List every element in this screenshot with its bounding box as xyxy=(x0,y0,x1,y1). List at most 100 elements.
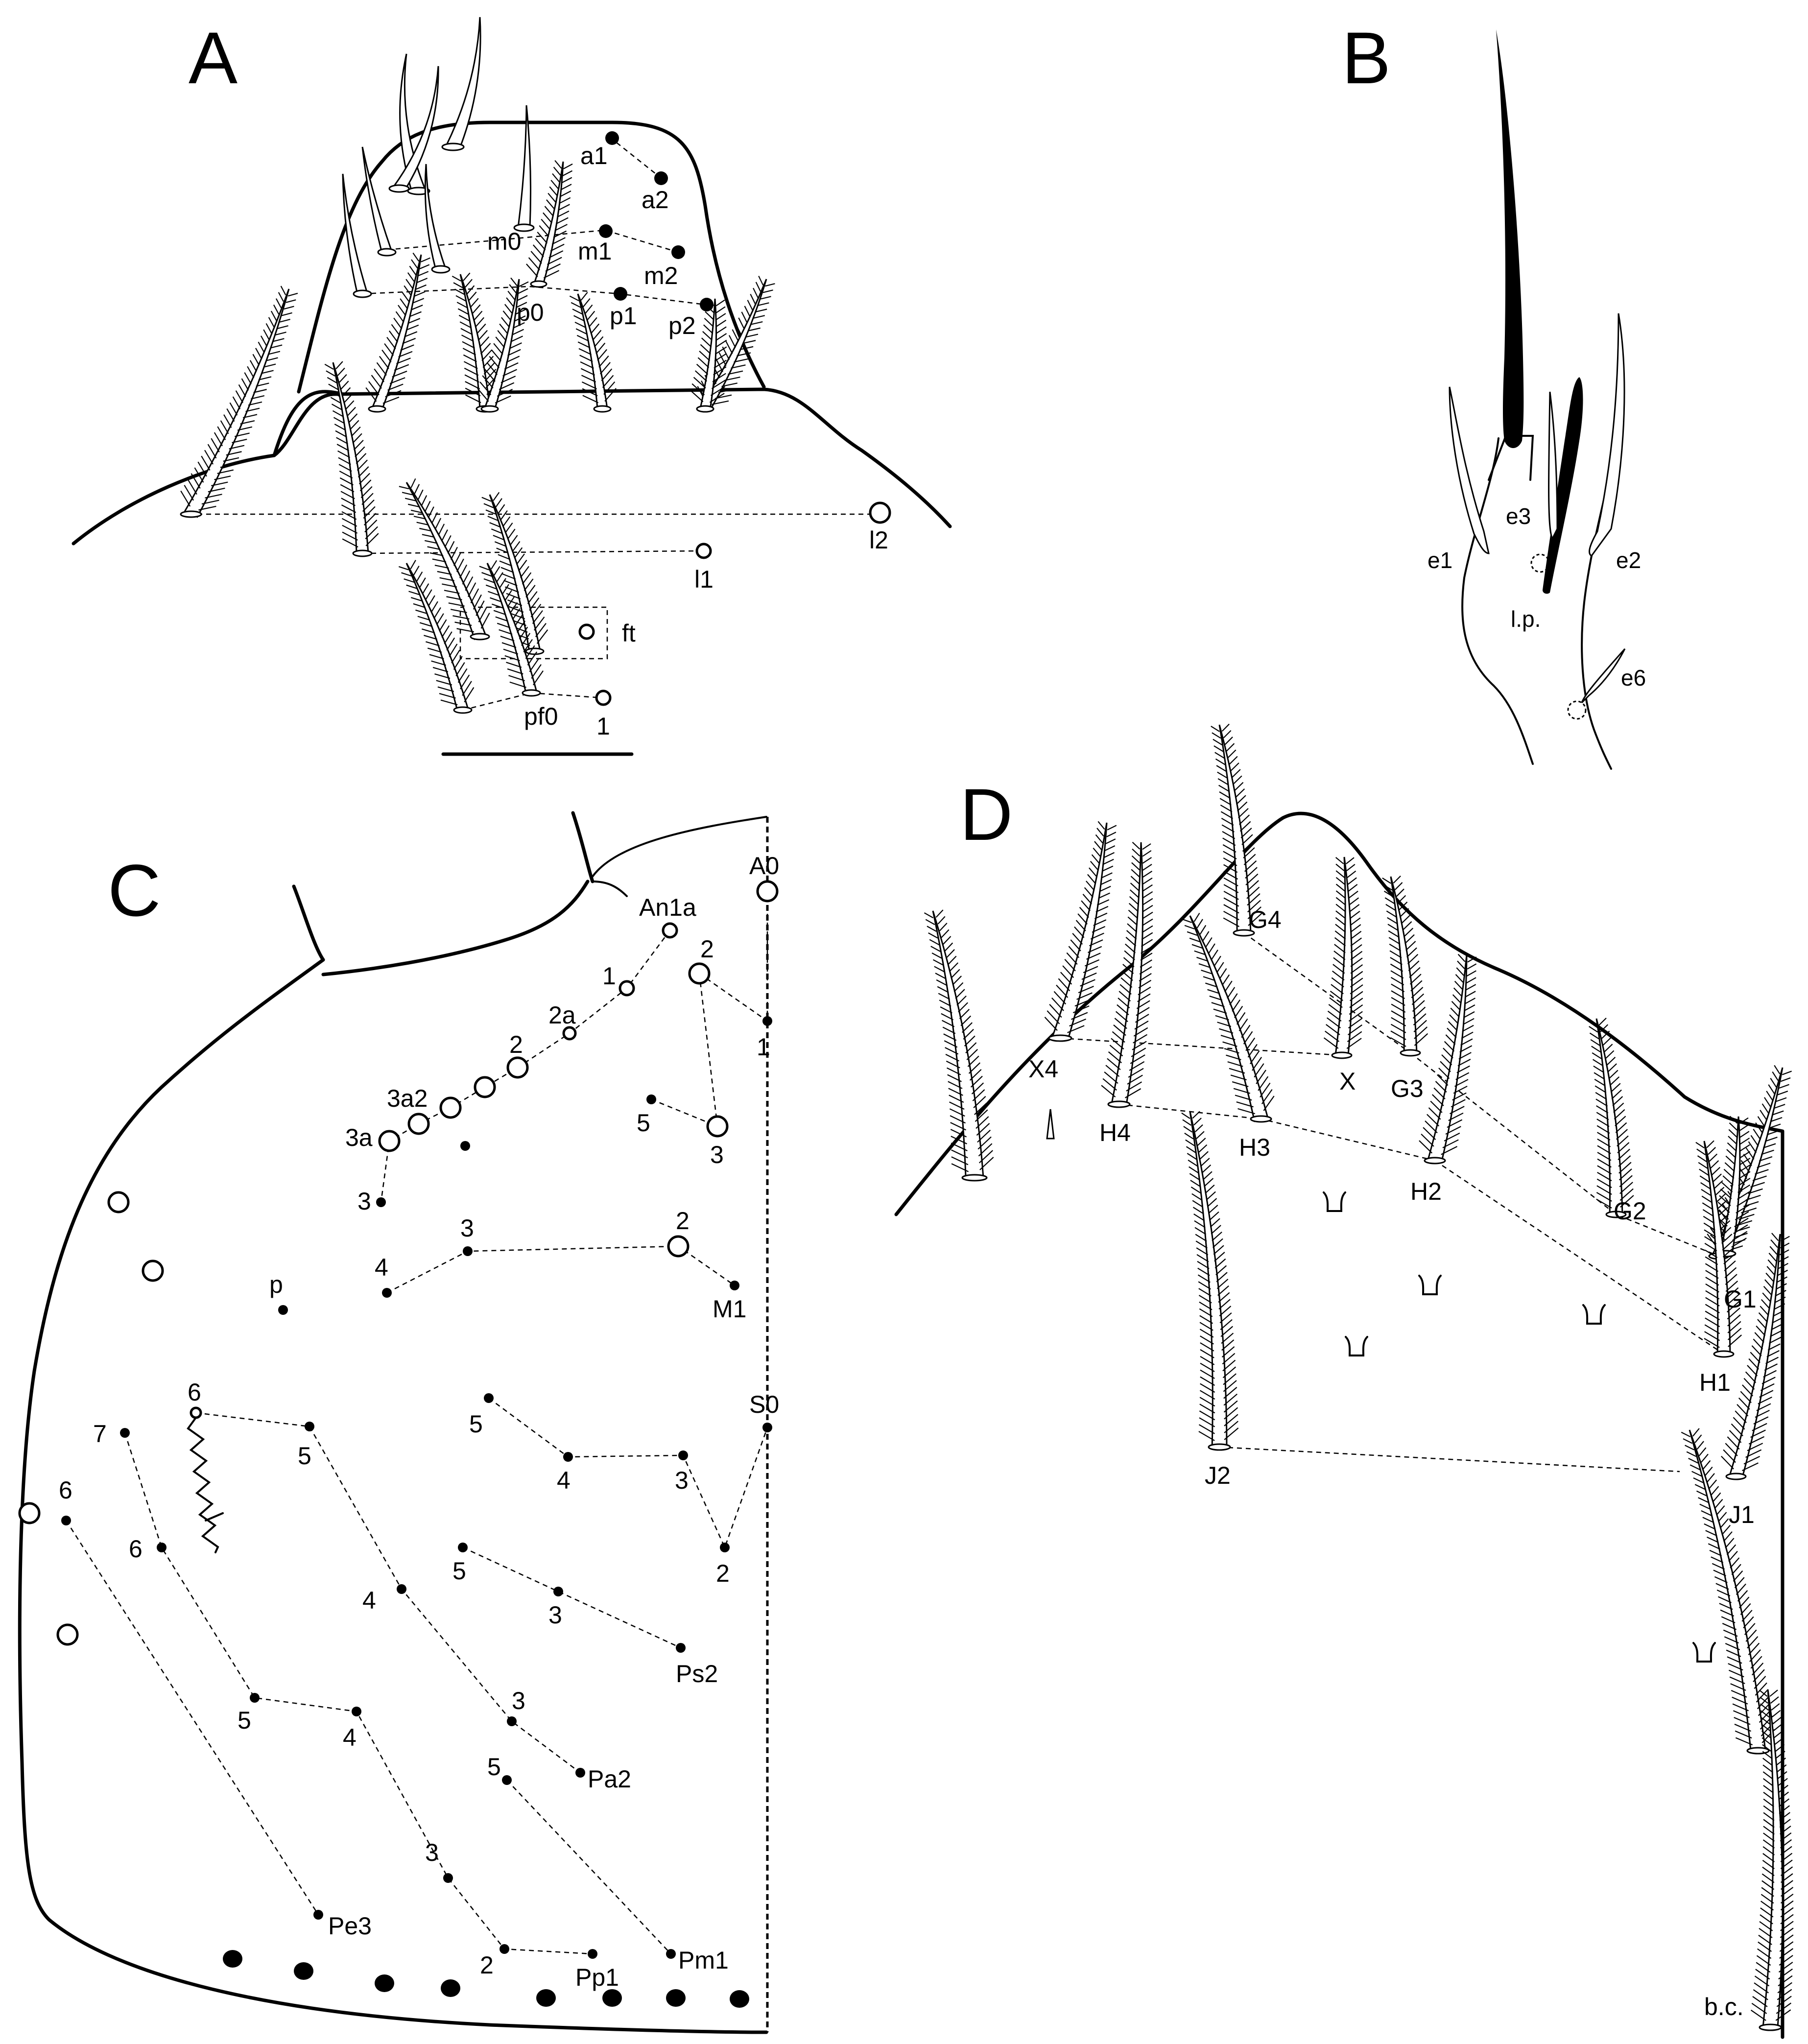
panel-d-seta-G3-barb xyxy=(1389,944,1402,951)
panel-d-label-X: X xyxy=(1339,1068,1356,1095)
panel-a-seta-inner-3-barb xyxy=(509,342,522,350)
panel-a-seta-pf-1-barb xyxy=(426,641,440,646)
panel-a-seta-p0-barb xyxy=(560,190,571,197)
panel-d-seta-bc-upper-barb xyxy=(1703,1460,1711,1470)
panel-a-seta-lateral-l2-barb xyxy=(279,318,290,323)
panel-d-seta-J1-barb xyxy=(1745,1371,1757,1383)
panel-d-seta-J2-barb xyxy=(1219,1306,1232,1317)
panel-a-seta-l1-barb xyxy=(363,513,377,526)
panel-a-seta-p2b-barb xyxy=(715,333,727,341)
panel-d-seta-J2-barb xyxy=(1192,1200,1203,1208)
panel-d-seta-G1a-barb xyxy=(1772,1110,1784,1116)
panel-a-seta-pf-1-barb xyxy=(434,673,451,679)
panel-d-seta-bc-barb xyxy=(1780,1846,1792,1855)
panel-d-seta-G3-barb xyxy=(1406,947,1417,958)
panel-d-seta-H3-barb xyxy=(1209,995,1223,1001)
panel-d-seta-H1-barb xyxy=(1724,1260,1736,1271)
panel-d-seta-G1b-barb xyxy=(1722,1175,1734,1186)
panel-d-seta-J1-barb xyxy=(1771,1233,1779,1241)
panel-d-seta-lateral-barb xyxy=(928,932,938,939)
panel-a-seta-short-3-shaft xyxy=(361,146,393,255)
panel-a-seta-p1-barb xyxy=(577,341,591,349)
panel-a-seta-inner-2-barb xyxy=(481,349,493,361)
panel-a-seta-l1-barb xyxy=(337,450,350,458)
panel-d-seta-bc-barb xyxy=(1780,1832,1792,1842)
panel-d-label-G2: G2 xyxy=(1614,1197,1646,1225)
panel-a-seta-lateral-l2-barb xyxy=(214,475,231,480)
panel-d-seta-H1-barb xyxy=(1705,1310,1720,1320)
panel-d-seta-J2-barb xyxy=(1200,1369,1215,1379)
panel-a-seta-l1-barb xyxy=(327,377,337,383)
panel-b-label-e3: e3 xyxy=(1506,503,1531,529)
panel-a-seta-ft-2-barb xyxy=(529,597,540,611)
panel-d-seta-G1a-barb xyxy=(1768,1084,1775,1094)
panel-d-seta-J2-barb xyxy=(1189,1173,1200,1181)
panel-a-seta-ft-1-barb xyxy=(442,583,457,588)
panel-d-seta-G4-barb xyxy=(1235,788,1245,798)
panel-d-seta-G4-barb xyxy=(1214,752,1225,759)
panel-a-seta-pf0-barb xyxy=(525,645,535,659)
panel-d-seta-H4-barb xyxy=(1125,937,1137,947)
panel-a-seta-p2-barb xyxy=(762,289,773,293)
panel-a-seta-macro-1-socket xyxy=(407,187,430,195)
panel-a-seta-inner-3-barb xyxy=(513,322,525,329)
panel-d-seta-lateral-barb xyxy=(949,1101,965,1110)
panel-a-seta-ft-1-barb xyxy=(419,527,432,532)
panel-d-seta-G2-barb xyxy=(1612,1096,1623,1106)
panel-d-dash-g4-g3 xyxy=(1243,932,1411,1054)
panel-c-point-large xyxy=(730,1990,749,2008)
panel-c-label-A0: A0 xyxy=(749,852,779,879)
panel-d-seta-H3-barb xyxy=(1235,1094,1252,1101)
panel-a-seta-pf-1-barb xyxy=(446,637,455,651)
panel-d-seta-bc-barb xyxy=(1780,1826,1791,1835)
panel-a-seta-pf-1-barb xyxy=(401,572,412,577)
panel-d-seta-J1-barb xyxy=(1742,1462,1759,1472)
panel-d-seta-J1-barb xyxy=(1766,1350,1780,1357)
panel-d-seta-G3-barb xyxy=(1402,921,1412,931)
panel-d-seta-bc-upper-barb xyxy=(1756,1689,1769,1703)
panel-d-seta-X4-barb xyxy=(1066,952,1078,965)
panel-a-seta-ft-2-barb xyxy=(485,509,496,515)
panel-d-seta-J2-barb xyxy=(1207,1198,1217,1207)
panel-a-seta-inner-1-barb xyxy=(392,370,407,378)
panel-d-seta-bc-barb xyxy=(1780,1907,1794,1918)
panel-a-seta-ft-2-barb xyxy=(536,629,548,644)
panel-a-seta-p1-barb xyxy=(575,328,588,335)
panel-d-seta-bc-barb xyxy=(1780,1927,1794,1938)
panel-d-seta-G2-barb xyxy=(1597,1138,1611,1147)
panel-a-seta-ft-1-barb xyxy=(444,590,460,594)
panel-b-socket-e3 xyxy=(1530,553,1550,573)
panel-d-seta-X-barb xyxy=(1335,856,1344,864)
panel-a-seta-inner-2-barb xyxy=(458,314,471,322)
panel-d-seta-H3-barb xyxy=(1247,1044,1258,1058)
panel-d-seta-X4-barb xyxy=(1094,912,1108,920)
panel-d-seta-X-barb xyxy=(1350,917,1361,926)
panel-d-seta-H4-socket xyxy=(1107,1100,1131,1108)
panel-a-seta-p2b-barb xyxy=(715,319,727,327)
panel-d-seta-G4-barb xyxy=(1241,834,1253,845)
panel-a-seta-inner-1-barb xyxy=(404,331,418,337)
panel-a-seta-inner-1-barb xyxy=(417,278,428,283)
panel-d-seta-H4-barb xyxy=(1141,932,1153,940)
panel-a-seta-macro-1-shaft xyxy=(399,53,427,192)
panel-d-seta-G3-barb xyxy=(1382,877,1391,884)
panel-d-seta-J2 xyxy=(1181,1111,1239,1451)
panel-d-seta-G1b-barb xyxy=(1732,1231,1748,1241)
panel-d-seta-G4-barb xyxy=(1217,778,1229,785)
panel-d-seta-X4 xyxy=(1044,821,1117,1042)
panel-a-seta-pf-1-barb xyxy=(460,674,470,689)
panel-d-seta-H4-barb xyxy=(1140,959,1152,968)
panel-a-seta-inner-1-barb xyxy=(391,324,401,336)
panel-d-seta-J1-barb xyxy=(1764,1279,1773,1289)
panel-d-seta-H2-barb xyxy=(1444,1041,1455,1052)
panel-d-seta-G4-barb xyxy=(1211,726,1220,732)
panel-d-seta-G1a-barb xyxy=(1743,1201,1759,1207)
panel-a-seta-ft-1-barb xyxy=(450,547,458,560)
panel-d-seta-J2-barb xyxy=(1194,1227,1207,1235)
panel-d-seta-G4-shaft xyxy=(1218,724,1252,935)
panel-d-seta-bc-barb xyxy=(1776,2002,1792,2014)
panel-a-dash-l1 xyxy=(362,550,703,554)
panel-a-seta-inner-1-barb xyxy=(415,284,427,290)
panel-d-seta-H3-barb xyxy=(1224,980,1233,993)
panel-a-seta-l1-barb xyxy=(340,491,355,499)
